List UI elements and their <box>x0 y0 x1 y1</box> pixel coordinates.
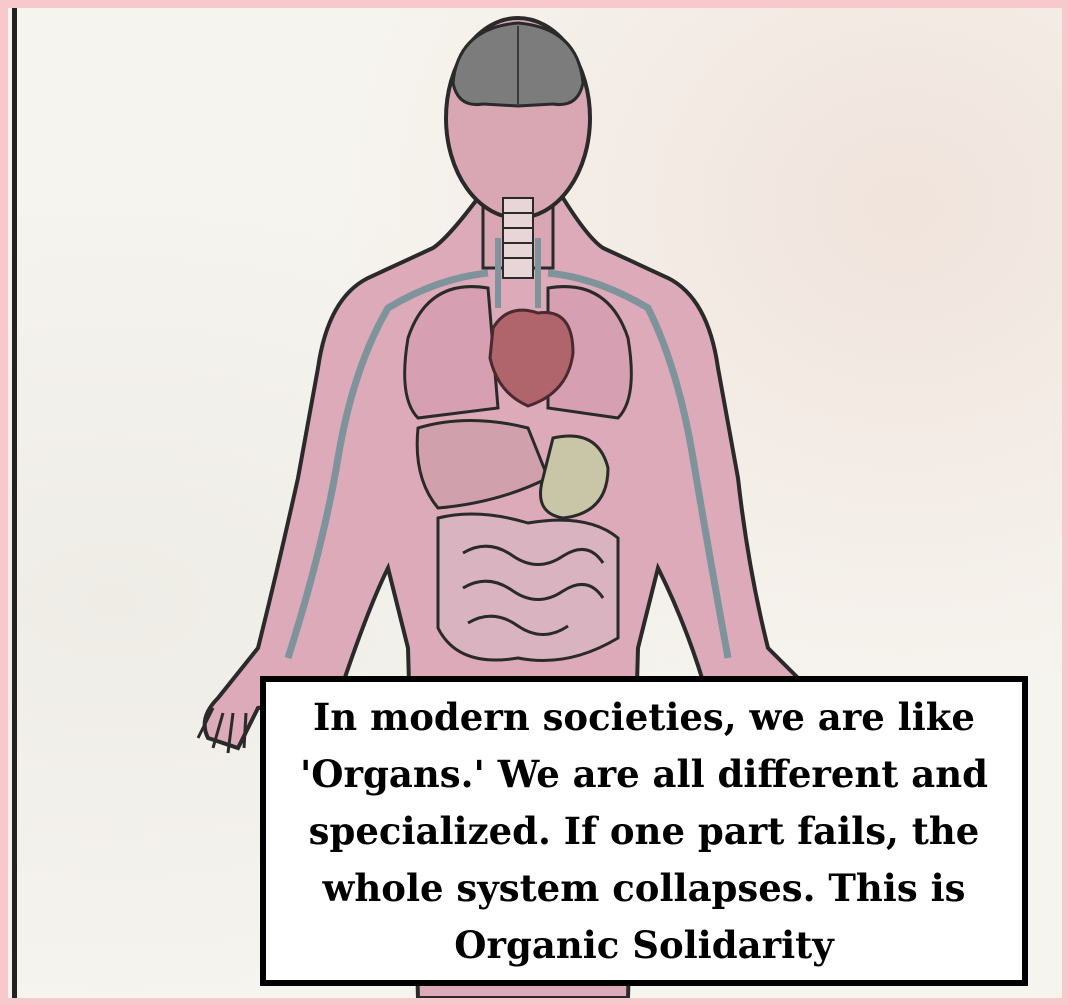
caption-text: In modern societies, we are like 'Organs… <box>294 689 994 974</box>
caption-box: In modern societies, we are like 'Organs… <box>260 676 1028 986</box>
trachea <box>503 198 533 278</box>
brain <box>453 23 583 106</box>
intestines <box>438 514 618 661</box>
comic-panel: In modern societies, we are like 'Organs… <box>8 8 1062 998</box>
